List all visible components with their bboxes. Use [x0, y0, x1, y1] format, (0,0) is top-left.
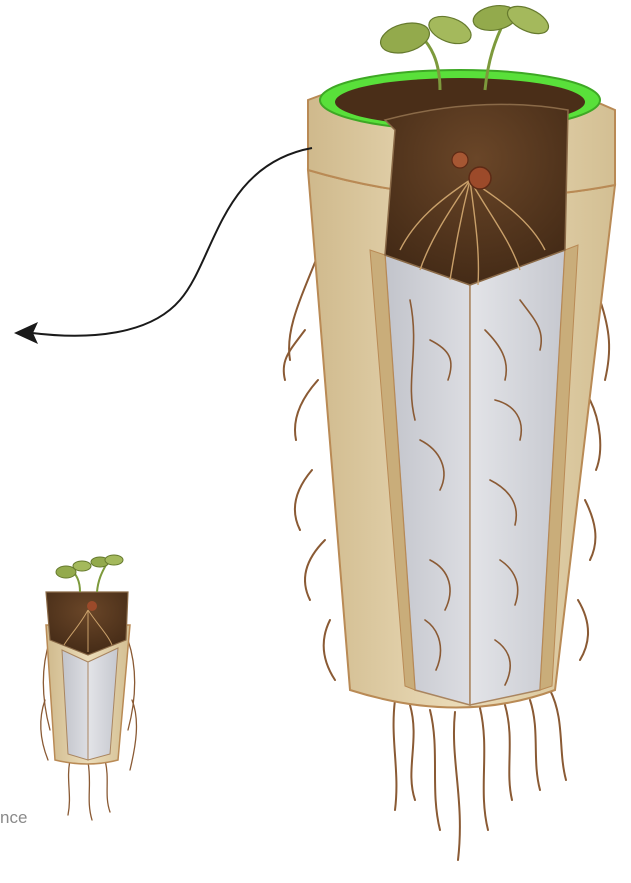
small-biodegradable-pot	[41, 555, 137, 820]
curved-arrow-icon	[14, 148, 312, 344]
small-seedling-icon	[56, 555, 123, 592]
seed	[469, 167, 491, 189]
caption-fragment: nce	[0, 808, 27, 828]
soil-core	[385, 104, 568, 285]
large-biodegradable-pot	[284, 1, 615, 860]
